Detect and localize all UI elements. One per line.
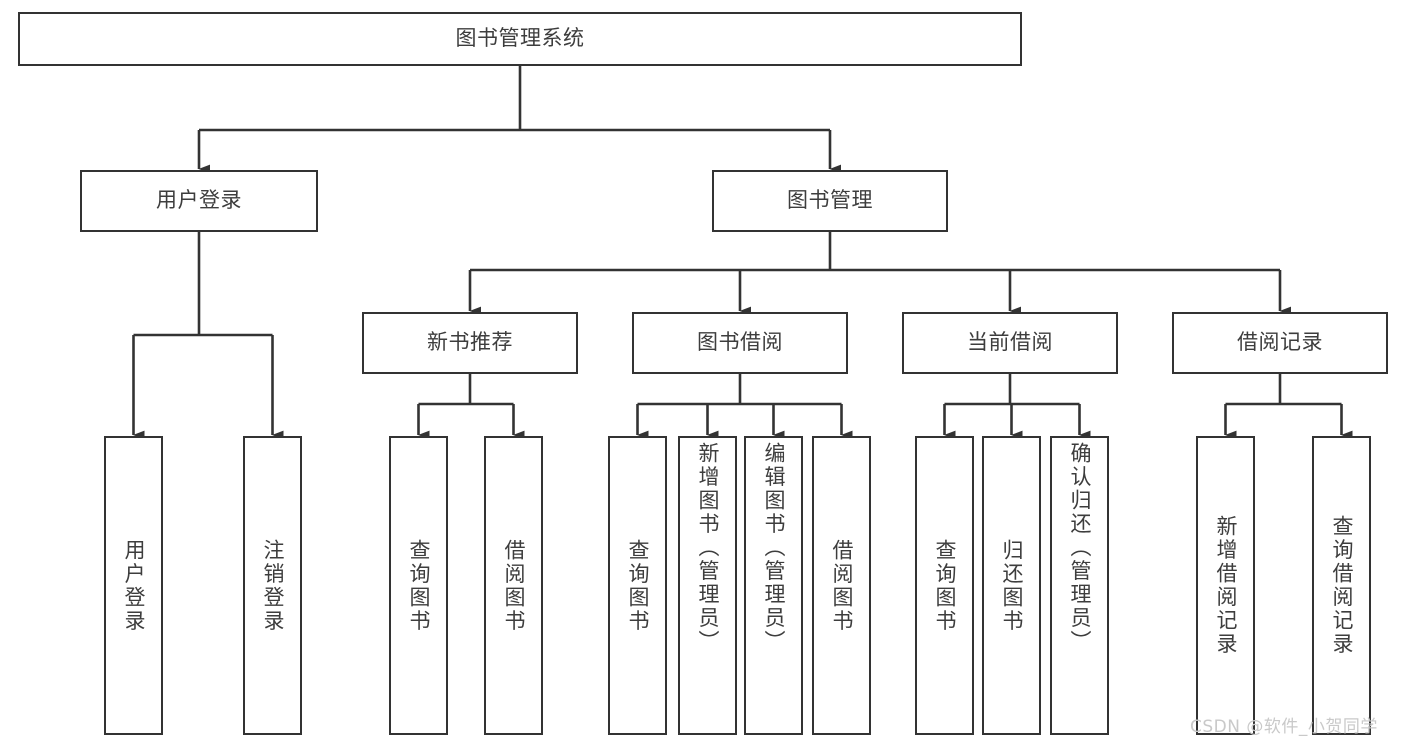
node-label: 新增借阅记录 <box>1214 515 1238 656</box>
node-leaf-edit-book[interactable]: 编辑图书（管理员） <box>744 436 803 735</box>
node-leaf-query-book-br[interactable]: 查询图书 <box>608 436 667 735</box>
node-label: 编辑图书（管理员） <box>762 442 786 654</box>
node-book-manage[interactable]: 图书管理 <box>712 170 948 232</box>
node-label: 查询图书 <box>933 538 957 633</box>
node-leaf-query-book-cb[interactable]: 查询图书 <box>915 436 974 735</box>
node-leaf-borrow-book-br[interactable]: 借阅图书 <box>812 436 871 735</box>
node-label: 图书管理 <box>787 188 873 213</box>
node-label: 用户登录 <box>122 538 146 633</box>
node-leaf-add-record[interactable]: 新增借阅记录 <box>1196 436 1255 735</box>
node-label: 查询借阅记录 <box>1330 515 1354 656</box>
node-leaf-query-record[interactable]: 查询借阅记录 <box>1312 436 1371 735</box>
node-label: 确认归还（管理员） <box>1068 442 1092 654</box>
node-leaf-logout[interactable]: 注销登录 <box>243 436 302 735</box>
node-leaf-query-book-rec[interactable]: 查询图书 <box>389 436 448 735</box>
node-label: 用户登录 <box>156 188 242 213</box>
node-label: 归还图书 <box>1000 538 1024 633</box>
node-label: 新书推荐 <box>427 330 513 355</box>
node-label: 注销登录 <box>261 538 285 633</box>
node-label: 借阅图书 <box>830 538 854 633</box>
node-leaf-user-login[interactable]: 用户登录 <box>104 436 163 735</box>
node-leaf-add-book[interactable]: 新增图书（管理员） <box>678 436 737 735</box>
node-book-borrow[interactable]: 图书借阅 <box>632 312 848 374</box>
node-root[interactable]: 图书管理系统 <box>18 12 1022 66</box>
csdn-watermark: CSDN @软件_小贺同学 <box>1190 717 1378 737</box>
node-label: 借阅记录 <box>1237 330 1323 355</box>
node-label: 借阅图书 <box>502 538 526 633</box>
node-new-book-rec[interactable]: 新书推荐 <box>362 312 578 374</box>
node-user-login[interactable]: 用户登录 <box>80 170 318 232</box>
node-current-borrow[interactable]: 当前借阅 <box>902 312 1118 374</box>
node-borrow-record[interactable]: 借阅记录 <box>1172 312 1388 374</box>
node-label: 查询图书 <box>626 538 650 633</box>
node-label: 查询图书 <box>407 538 431 633</box>
node-label: 图书管理系统 <box>455 26 585 51</box>
node-leaf-borrow-book-rec[interactable]: 借阅图书 <box>484 436 543 735</box>
node-label: 新增图书（管理员） <box>696 442 720 654</box>
node-leaf-return-book[interactable]: 归还图书 <box>982 436 1041 735</box>
node-label: 当前借阅 <box>967 330 1053 355</box>
node-label: 图书借阅 <box>697 330 783 355</box>
node-leaf-confirm-return[interactable]: 确认归还（管理员） <box>1050 436 1109 735</box>
